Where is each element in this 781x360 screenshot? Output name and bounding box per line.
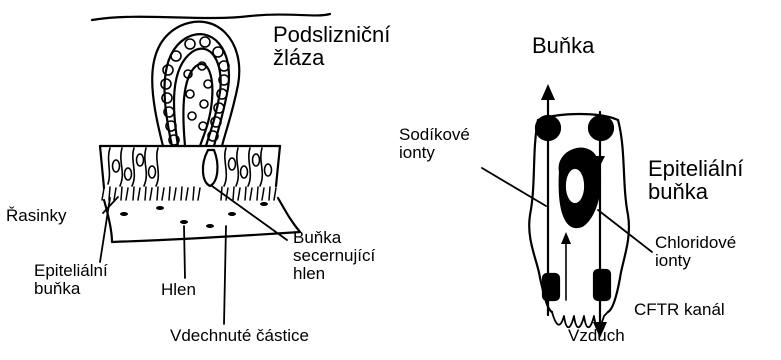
cell-title: Buňka — [532, 34, 594, 57]
nucleus-icon — [560, 149, 600, 227]
mucus-label: Hlen — [161, 281, 196, 299]
inhaled-particles-label: Vdechnuté částice — [170, 327, 309, 345]
cilia-label: Řasinky — [6, 207, 66, 225]
submucosal-gland-icon — [152, 22, 239, 146]
leader-lines-left — [100, 186, 287, 324]
epithelium-layer — [100, 146, 280, 188]
gland-label: Podslizniční žláza — [273, 23, 390, 69]
air-label: Vzduch — [568, 327, 625, 345]
mucus-layer — [104, 198, 300, 242]
chloride-ions-label: Chloridové ionty — [655, 234, 736, 270]
inhaled-particles — [120, 202, 268, 228]
cilia-row — [102, 187, 276, 200]
submucosa-top-edge — [92, 14, 330, 20]
secreting-cell-label: Buňka secernující hlen — [293, 229, 375, 283]
epithelial-cell-label-left: Epiteliální buňka — [34, 262, 108, 298]
epithelial-cell-label-right: Epiteliální buňka — [648, 157, 743, 203]
sodium-ions-label: Sodíkové ionty — [399, 126, 470, 162]
cftr-channel-label: CFTR kanál — [634, 301, 725, 319]
